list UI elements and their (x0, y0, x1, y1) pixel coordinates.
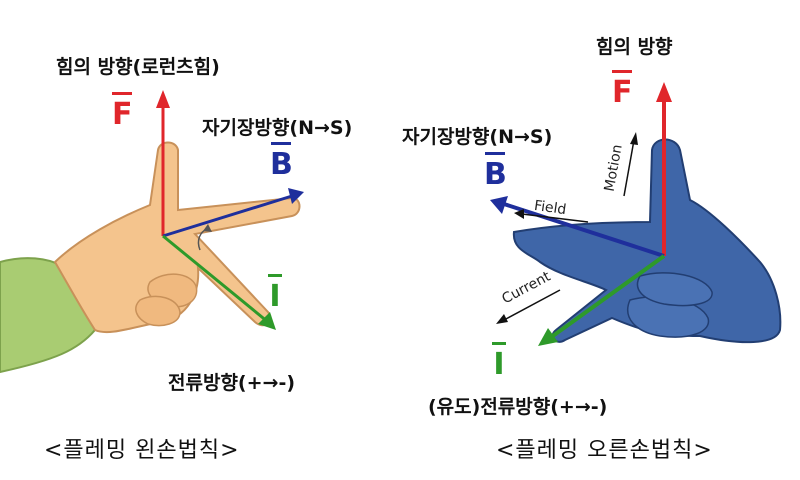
right-vec-f: F (612, 70, 633, 110)
left-field-label: 자기장방향(N→S) (202, 117, 353, 139)
vector-bar (271, 142, 292, 145)
vector-bar (268, 274, 282, 277)
vector-bar (485, 152, 506, 155)
right-motion-arrowhead (630, 132, 638, 145)
right-field-label: 자기장방향(N→S) (402, 126, 553, 148)
right-glove (512, 138, 782, 344)
left-field-arrow (162, 194, 293, 238)
left-current-label: 전류방향(+→-) (168, 372, 296, 394)
vector-bar (492, 342, 506, 345)
left-palm (53, 141, 301, 334)
right-field-arrowhead (490, 196, 508, 214)
left-rotation-arrowhead (203, 224, 212, 232)
left-vec-b: B (270, 142, 293, 182)
left-caption: <플레밍 왼손법칙> (44, 438, 240, 463)
right-fieldtext-arrowhead (514, 209, 524, 219)
right-force-arrowhead (656, 82, 672, 102)
right-current-arrow (548, 254, 666, 340)
left-vec-i: I (268, 274, 282, 314)
right-field-arrow (503, 202, 665, 258)
right-vec-b: B (484, 152, 507, 192)
right-current-arrowhead (538, 328, 558, 346)
left-field-arrowhead (288, 188, 304, 204)
left-current-arrow (162, 234, 269, 324)
left-force-arrowhead (156, 90, 170, 108)
left-vec-f-text: F (112, 97, 133, 132)
left-force-label: 힘의 방향(로런츠힘) (56, 56, 220, 78)
right-fieldtext-arrow (521, 213, 589, 223)
left-vec-f: F (112, 92, 133, 132)
right-caption: <플레밍 오른손법칙> (496, 438, 713, 463)
right-motion-arrow (623, 139, 635, 197)
right-folded-finger (636, 272, 713, 307)
right-vec-i: I (492, 342, 506, 382)
left-folded-finger (135, 295, 181, 327)
right-vec-b-text: B (484, 157, 507, 192)
vector-bar (612, 70, 633, 73)
right-force-label: 힘의 방향 (596, 36, 673, 58)
right-currenttext-arrowhead (496, 314, 508, 324)
right-vec-i-text: I (493, 347, 505, 382)
right-vec-f-text: F (612, 75, 633, 110)
left-vec-i-text: I (269, 279, 281, 314)
vector-bar (112, 92, 133, 95)
left-current-arrowhead (258, 312, 276, 330)
right-current-label: (유도)전류방향(+→-) (428, 396, 608, 418)
left-vec-b-text: B (270, 147, 293, 182)
right-currenttext-arrow (503, 289, 561, 321)
